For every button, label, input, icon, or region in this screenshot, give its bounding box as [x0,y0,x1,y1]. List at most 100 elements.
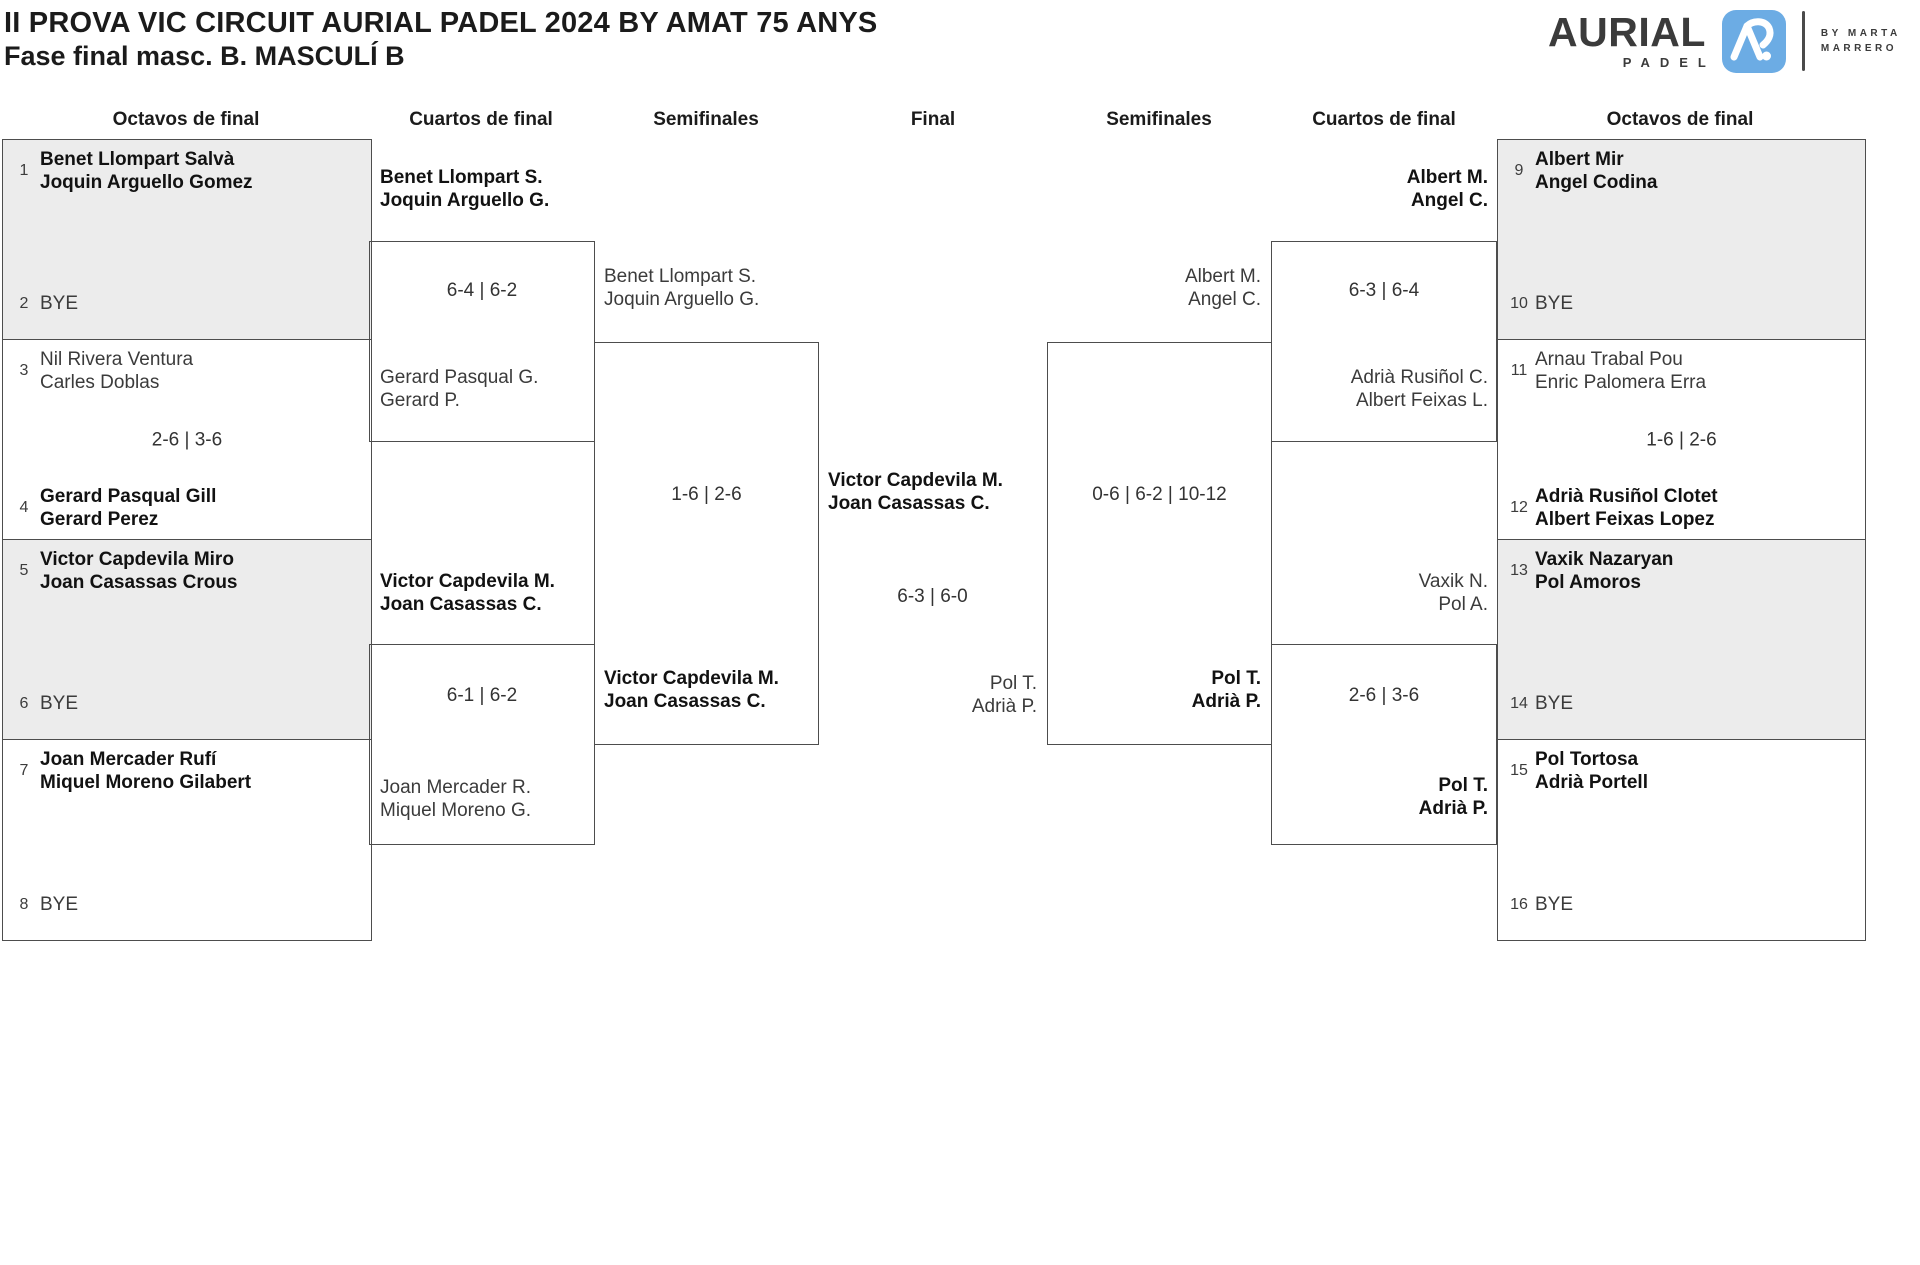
participant: 13 Vaxik Nazaryan Pol Amoros [1506,548,1859,594]
semis-right-box [1047,342,1272,745]
player-name-line: Vaxik N. [1418,571,1488,592]
participant: 6 BYE [11,692,365,715]
player-name-line: BYE [40,293,79,314]
team-label: Pol T. Adrià P. [1047,667,1261,713]
player-name-line: Enric Palomera Erra [1535,372,1707,393]
player-name-line: Nil Rivera Ventura [40,349,194,370]
seed-number: 15 [1510,762,1528,779]
page-subtitle: Fase final masc. B. MASCULÍ B [4,41,405,71]
player-name-line: Pol T. [989,673,1037,694]
player-name-line: Benet Llompart Salvà [40,149,235,170]
player-names: BYE [40,893,78,916]
player-names: Albert Mir Angel Codina [1535,148,1657,194]
team-label: Adrià Rusiñol C. Albert Feixas L. [1271,366,1488,412]
octavos-left-column: 1 Benet Llompart Salvà Joquin Arguello G… [2,139,372,941]
player-names: Victor Capdevila Miro Joan Casassas Crou… [40,548,238,594]
seed-number: 7 [19,762,29,779]
round-header-octavos-left: Octavos de final [112,109,260,130]
player-name-line: Victor Capdevila M. [828,470,1003,491]
player-name-line: Adrià Portell [1535,772,1648,793]
participant: 9 Albert Mir Angel Codina [1506,148,1859,194]
participant: 4 Gerard Pasqual Gill Gerard Perez [11,485,365,531]
seed-number: 1 [19,162,29,179]
match-score: 2-6 | 3-6 [151,429,223,450]
player-name-line: Gerard Pasqual G. [380,367,539,388]
logo-divider [1801,11,1805,71]
player-name-line: Arnau Trabal Pou [1535,349,1683,370]
player-name-line: Albert M. [1184,266,1261,287]
player-name-line: Albert M. [1406,167,1488,188]
player-name-line: Joan Mercader Rufí [40,749,217,770]
player-name-line: BYE [1535,293,1574,314]
player-name-line: BYE [40,894,79,915]
player-name-line: Gerard Pasqual Gill [40,486,217,507]
final-champion-label: Victor Capdevila M. Joan Casassas C. [828,469,1003,515]
match-score: 6-3 | 6-4 [1348,280,1420,301]
participant: 3 Nil Rivera Ventura Carles Doblas [11,348,365,394]
team-label: Joan Mercader R. Miquel Moreno G. [380,776,531,822]
seed-number: 8 [19,895,29,913]
player-name-line: Joquin Arguello G. [604,289,760,310]
match-score: 6-4 | 6-2 [446,280,518,301]
match-box: 13 Vaxik Nazaryan Pol Amoros 14 BYE [1498,540,1865,740]
player-name-line: Pol T. [1438,775,1488,796]
player-name-line: Carles Doblas [40,372,160,393]
participant: 1 Benet Llompart Salvà Joquin Arguello G… [11,148,365,194]
player-name-line: Adrià P. [1191,691,1261,712]
player-names: BYE [1535,292,1573,315]
final-score: 6-3 | 6-0 [897,586,968,607]
seed-number: 16 [1510,895,1528,913]
player-name-line: Benet Llompart S. [380,167,543,188]
participant: 10 BYE [1506,292,1859,315]
round-header-cuartos-left: Cuartos de final [409,109,553,130]
player-name-line: Albert Feixas L. [1356,390,1488,411]
cuartos-right-match1-box [1271,241,1497,442]
participant: 16 BYE [1506,893,1859,916]
player-names: Adrià Rusiñol Clotet Albert Feixas Lopez [1535,485,1718,531]
match-score: 1-6 | 2-6 [671,484,742,505]
brand-credit-line2: MARRERO [1820,43,1898,54]
seed-number: 13 [1510,562,1528,579]
team-label: Benet Llompart S. Joquin Arguello G. [380,166,549,212]
participant: 15 Pol Tortosa Adrià Portell [1506,748,1859,794]
participant: 2 BYE [11,292,365,315]
team-label: Albert M. Angel C. [1047,265,1261,311]
match-box: 9 Albert Mir Angel Codina 10 BYE [1498,140,1865,340]
player-name-line: Benet Llompart S. [604,266,757,287]
player-name-line: Joan Casassas C. [828,493,990,514]
team-label: Pol T. Adrià P. [1271,774,1488,820]
round-header-final: Final [910,109,956,130]
participant: 14 BYE [1506,692,1859,715]
player-name-line: Joan Mercader R. [380,777,532,798]
brand-sub-label: PADEL [1622,55,1716,70]
player-name-line: Adrià Rusiñol C. [1350,367,1488,388]
round-header-octavos-right: Octavos de final [1606,109,1754,130]
seed-number: 9 [1514,162,1524,179]
player-name-line: Joquin Arguello G. [380,190,550,211]
player-name-line: Adrià P. [1418,798,1488,819]
player-names: BYE [40,692,78,715]
player-names: BYE [1535,692,1573,715]
seed-number: 4 [19,499,29,516]
team-label: Benet Llompart S. Joquin Arguello G. [604,265,759,311]
seed-number: 3 [19,362,29,379]
player-names: Gerard Pasqual Gill Gerard Perez [40,485,216,531]
cuartos-right-match2-box [1271,644,1497,845]
player-name-line: BYE [40,693,79,714]
semis-left-box [594,342,819,745]
player-name-line: Miquel Moreno Gilabert [40,772,252,793]
player-names: Pol Tortosa Adrià Portell [1535,748,1648,794]
player-names: Joan Mercader Rufí Miquel Moreno Gilaber… [40,748,251,794]
round-header-semis-right: Semifinales [1106,109,1212,130]
round-header-cuartos-right: Cuartos de final [1312,109,1456,130]
player-name-line: Adrià P. [971,696,1037,717]
team-label: Gerard Pasqual G. Gerard P. [380,366,538,412]
participant: 5 Victor Capdevila Miro Joan Casassas Cr… [11,548,365,594]
match-score: 1-6 | 2-6 [1646,429,1717,450]
player-name-line: Albert Mir [1535,149,1624,170]
player-name-line: Pol T. [1211,668,1261,689]
seed-number: 12 [1510,499,1528,516]
player-name-line: Miquel Moreno G. [380,800,532,821]
player-name-line: Pol A. [1438,594,1488,615]
